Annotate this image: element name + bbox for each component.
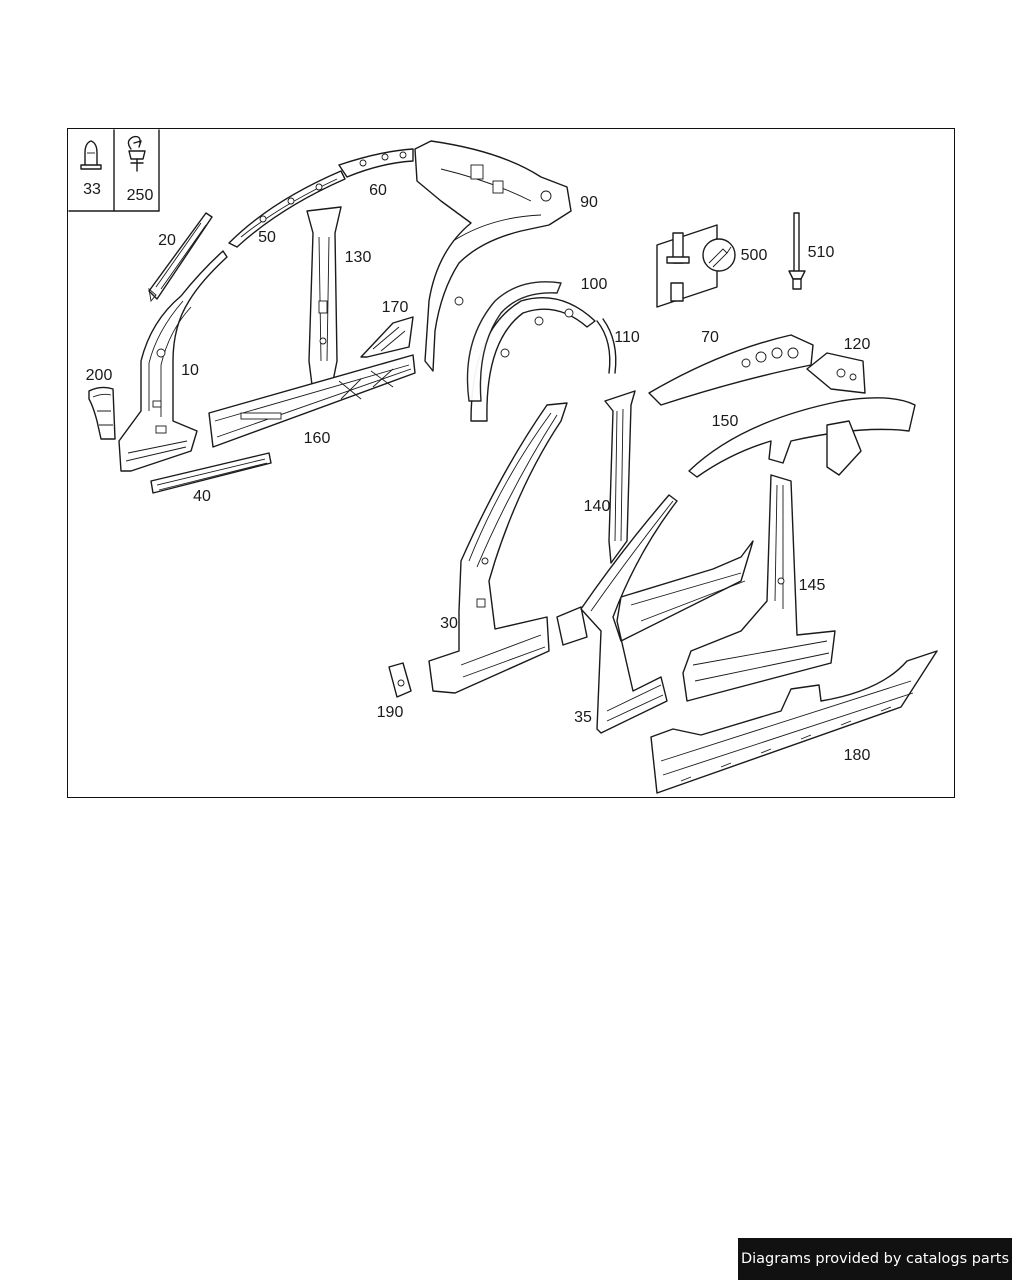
callout-70: 70 [701,329,719,346]
callout-200: 200 [86,367,113,384]
credit-text: Diagrams provided by catalogs parts [740,1251,1010,1267]
part-20-shape [148,212,213,303]
part-70-shape [648,334,814,406]
parts-diagram: 33 250 20 50 60 90 130 10 170 200 160 40… [68,129,938,794]
callout-120: 120 [844,336,871,353]
callout-130: 130 [345,249,372,266]
callout-140: 140 [584,498,611,515]
part-150-shape [688,397,916,478]
callout-labels: 33 250 20 50 60 90 130 10 170 200 160 40… [83,181,870,764]
callout-33: 33 [83,181,101,198]
part-160-shape [208,354,416,448]
part-180-shape [650,650,938,794]
callout-20: 20 [158,232,176,249]
callout-60: 60 [369,182,387,199]
part-30-shape [428,402,568,694]
callout-170: 170 [382,299,409,316]
part-40-shape [150,452,272,494]
part-60-shape [338,148,414,178]
part-50-shape [228,170,346,248]
clip-250-icon [127,135,146,172]
part-200-shape [88,386,116,440]
callout-100: 100 [581,276,608,293]
callout-150: 150 [712,413,739,430]
part-170-shape [360,316,414,358]
part-110-shape [596,318,617,374]
connector-piece-shape [556,606,588,646]
callout-50: 50 [258,229,276,246]
part-90-shape [414,140,572,372]
callout-35: 35 [574,709,592,726]
part-145-shape [682,474,836,702]
callout-190: 190 [377,704,404,721]
callout-145: 145 [799,577,826,594]
callout-180: 180 [844,747,871,764]
part-130-shape [306,206,342,394]
callout-40: 40 [193,488,211,505]
callout-110: 110 [614,329,640,346]
part-120-shape [806,352,866,394]
part-140-shape [604,390,636,564]
callout-500: 500 [741,247,768,264]
callout-30: 30 [440,615,458,632]
callout-90: 90 [580,194,598,211]
callout-250: 250 [127,187,154,204]
part-100-shape [466,281,596,422]
part-510-shape [788,212,806,290]
fastener-legend [68,129,160,212]
callout-10: 10 [181,362,199,379]
part-35-shape [580,494,754,734]
part-10-shape [118,250,228,472]
part-190-shape [388,662,412,698]
callout-160: 160 [304,430,331,447]
credit-badge: Diagrams provided by catalogs parts [738,1238,1012,1280]
parts-diagram-frame: 33 250 20 50 60 90 130 10 170 200 160 40… [67,128,955,798]
callout-510: 510 [808,244,835,261]
plug-33-icon [80,140,102,170]
part-500-shape [656,224,736,308]
